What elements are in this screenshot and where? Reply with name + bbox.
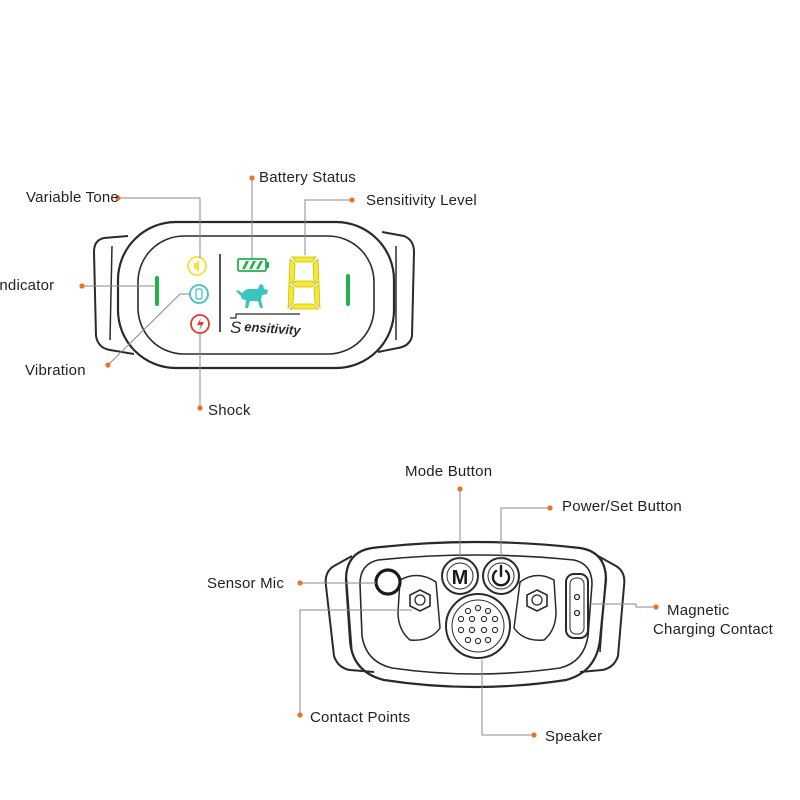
right-indicator-bar — [346, 274, 350, 306]
label-contact-points: Contact Points — [310, 709, 411, 726]
speaker-grille — [445, 593, 511, 659]
bottom-right-strap-lug — [579, 555, 626, 673]
left-strap-lug — [92, 235, 135, 355]
label-indicator: Indicator — [0, 277, 55, 294]
label-variable-tone: Variable Tone — [26, 189, 119, 206]
label-mode-button: Mode Button — [405, 463, 493, 480]
label-sensor-mic: Sensor Mic — [207, 575, 285, 592]
wordmark-text: ensitivity — [244, 319, 302, 338]
power-icon — [491, 564, 511, 587]
bottom-left-strap-lug — [324, 555, 375, 673]
sensor-mic — [374, 568, 402, 596]
vibration-icon — [189, 284, 209, 304]
tone-icon — [187, 256, 207, 276]
sensitivity-wordmark: S ensitivity — [230, 313, 302, 338]
magnetic-charging-contact — [565, 573, 589, 639]
power-set-button[interactable] — [482, 557, 520, 595]
label-magnetic-line1: Magnetic — [667, 602, 730, 619]
leader-dots — [79, 175, 659, 738]
label-vibration: Vibration — [25, 362, 86, 379]
bottom-device-body — [344, 540, 608, 689]
label-power-set-button: Power/Set Button — [562, 498, 682, 515]
label-magnetic-charging-contact: Magnetic Charging Contact — [653, 601, 773, 639]
shock-icon — [190, 314, 210, 334]
mode-button-letter: M — [452, 567, 469, 589]
display-screen — [137, 235, 375, 355]
label-shock: Shock — [208, 402, 251, 419]
top-device-body — [116, 220, 396, 370]
label-magnetic-line2: Charging Contact — [653, 621, 773, 638]
dog-icon — [236, 284, 268, 308]
label-speaker: Speaker — [545, 728, 603, 745]
sensitivity-digit-8 — [287, 256, 321, 310]
wordmark-initial: S — [230, 318, 242, 337]
mode-button[interactable]: M — [441, 557, 479, 595]
left-indicator-bar — [155, 276, 159, 306]
collar-receiver-back — [324, 540, 626, 689]
label-sensitivity-level: Sensitivity Level — [366, 192, 477, 209]
battery-icon — [237, 258, 269, 272]
collar-receiver-front — [92, 220, 416, 370]
label-battery-status: Battery Status — [259, 169, 357, 186]
leader-lines — [82, 178, 656, 736]
contact-point-left — [409, 589, 431, 612]
right-strap-lug — [377, 231, 416, 353]
contact-point-right — [526, 589, 548, 612]
